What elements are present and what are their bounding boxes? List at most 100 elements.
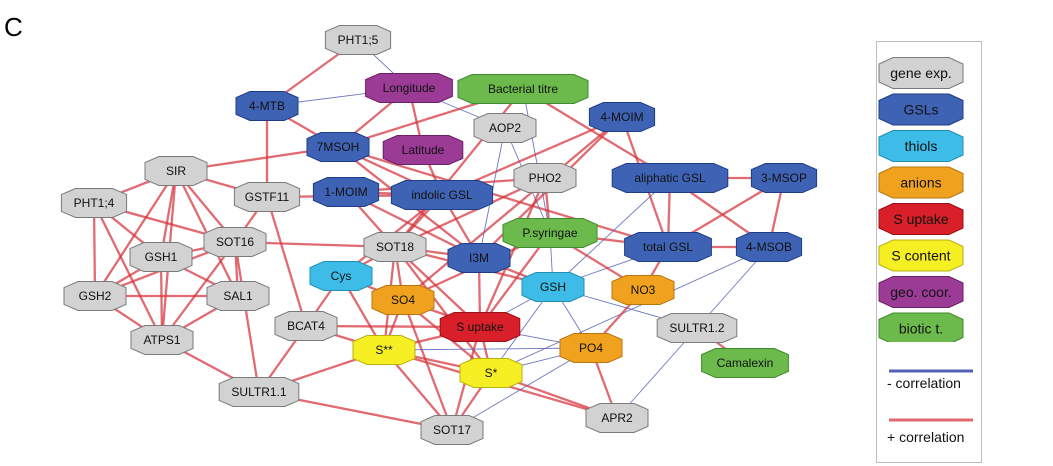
node-s-: S** <box>352 335 416 365</box>
legend-label: thiols <box>905 138 938 154</box>
legend-label: anions <box>900 175 941 191</box>
node-shape <box>502 218 598 248</box>
legend-nodes: gene exp. GSLs thiols anions S uptake S conte… <box>878 57 964 345</box>
legend-label: biotic t. <box>899 321 943 337</box>
legend-item-gsl: GSLs <box>878 93 964 126</box>
node-label: SULTR1.2 <box>669 321 724 335</box>
node-label: PHT1;4 <box>74 196 115 210</box>
node-label: aliphatic GSL <box>634 171 706 185</box>
node-shape <box>63 281 127 311</box>
node-label: GSH1 <box>145 250 178 264</box>
node-gsh: GSH <box>521 272 585 302</box>
node-pho2: PHO2 <box>513 163 577 193</box>
edge-SO4-SOT17 <box>401 299 454 431</box>
node-label: 4-MTB <box>249 99 285 113</box>
node-s-: S* <box>459 358 523 388</box>
pos-correlation-label: + correlation <box>887 429 965 445</box>
node-shape <box>439 312 521 342</box>
node-shape <box>382 135 464 165</box>
node-label: I3M <box>469 251 489 265</box>
node-shape <box>363 232 427 262</box>
node-shape <box>129 242 193 272</box>
node-label: NO3 <box>631 283 656 297</box>
node-sal1: SAL1 <box>206 281 270 311</box>
node-shape <box>60 188 128 218</box>
node-4-msob: 4-MSOB <box>735 232 803 262</box>
legend-label: gene exp. <box>890 65 952 81</box>
legend-swatch <box>878 239 964 272</box>
node-bacterial-titre: Bacterial titre <box>457 74 589 104</box>
node-sot16: SOT16 <box>203 227 267 257</box>
node-pht1-5: PHT1;5 <box>324 25 392 55</box>
node-gsh1: GSH1 <box>129 242 193 272</box>
edge-SOT18-S* <box>394 246 492 374</box>
node-label: SO4 <box>391 293 415 307</box>
edge-SOT17-PO4 <box>451 347 592 431</box>
node-shape <box>735 232 803 262</box>
node-shape <box>588 102 656 132</box>
node-label: PHO2 <box>529 171 562 185</box>
legend-label: S content <box>891 248 950 264</box>
node-shape <box>459 358 523 388</box>
node-sultr1-2: SULTR1.2 <box>656 313 738 343</box>
legend-swatch <box>878 93 964 126</box>
legend-item-biotic: biotic t. <box>878 312 964 345</box>
edge-SOT16-ATPS1 <box>161 241 236 341</box>
node-pht1-4: PHT1;4 <box>60 188 128 218</box>
node-label: S** <box>375 343 393 357</box>
node-shape <box>130 325 194 355</box>
legend-item-gene: gene exp. <box>878 57 964 89</box>
node-label: AOP2 <box>489 121 521 135</box>
edge-PHO2-S uptake <box>478 177 547 328</box>
legend-swatch <box>878 276 964 308</box>
node-label: GSH <box>540 280 566 294</box>
node-shape <box>218 377 300 407</box>
edge-S**-PO4 <box>383 347 592 351</box>
node-p-syringae: P.syringae <box>502 218 598 248</box>
node-label: ATPS1 <box>143 333 180 347</box>
node-longitude: Longitude <box>365 73 453 103</box>
node-label: SOT18 <box>376 240 414 254</box>
legend-swatch <box>878 166 964 199</box>
node-shape <box>144 156 208 186</box>
node-s-uptake: S uptake <box>439 312 521 342</box>
node-shape <box>611 163 729 193</box>
edge-PHT1;4-ATPS1 <box>92 202 164 341</box>
node-3-msop: 3-MSOP <box>750 163 818 193</box>
node-shape <box>750 163 818 193</box>
node-label: APR2 <box>601 411 633 425</box>
edge-4-MOIM-SO4 <box>402 116 623 301</box>
legend-swatch <box>878 203 964 235</box>
legend-item-geo: geo. coor. <box>878 276 964 308</box>
legend-label: S uptake <box>893 211 948 227</box>
node-bcat4: BCAT4 <box>274 311 338 341</box>
node-label: Latitude <box>402 143 445 157</box>
node-label: SIR <box>166 164 186 178</box>
node-shape <box>521 272 585 302</box>
node-shape <box>352 335 416 365</box>
node-shape <box>206 281 270 311</box>
node-shape <box>365 73 453 103</box>
node-label: total GSL <box>643 240 693 254</box>
node-label: PHT1;5 <box>338 33 379 47</box>
legend-label: GSLs <box>903 102 938 118</box>
edge-aliphatic GSL-GSH <box>552 177 671 288</box>
node-label: SOT17 <box>433 423 471 437</box>
node-label: S uptake <box>456 320 504 334</box>
node-4-mtb: 4-MTB <box>235 91 299 121</box>
node-indolic-gsl: indolic GSL <box>390 180 494 210</box>
node-latitude: Latitude <box>382 135 464 165</box>
node-label: Bacterial titre <box>488 82 558 96</box>
node-camalexin: Camalexin <box>701 348 789 378</box>
node-label: indolic GSL <box>411 188 473 202</box>
edge-SIR-GSH2 <box>94 170 177 297</box>
node-po4: PO4 <box>559 333 623 363</box>
node-gstf11: GSTF11 <box>233 182 301 212</box>
node-no3: NO3 <box>611 275 675 305</box>
node-label: BCAT4 <box>287 319 325 333</box>
edge-GSTF11-BCAT4 <box>265 196 308 327</box>
node-shape <box>656 313 738 343</box>
node-shape <box>324 25 392 55</box>
node-i3m: I3M <box>447 243 511 273</box>
node-shape <box>309 261 373 291</box>
